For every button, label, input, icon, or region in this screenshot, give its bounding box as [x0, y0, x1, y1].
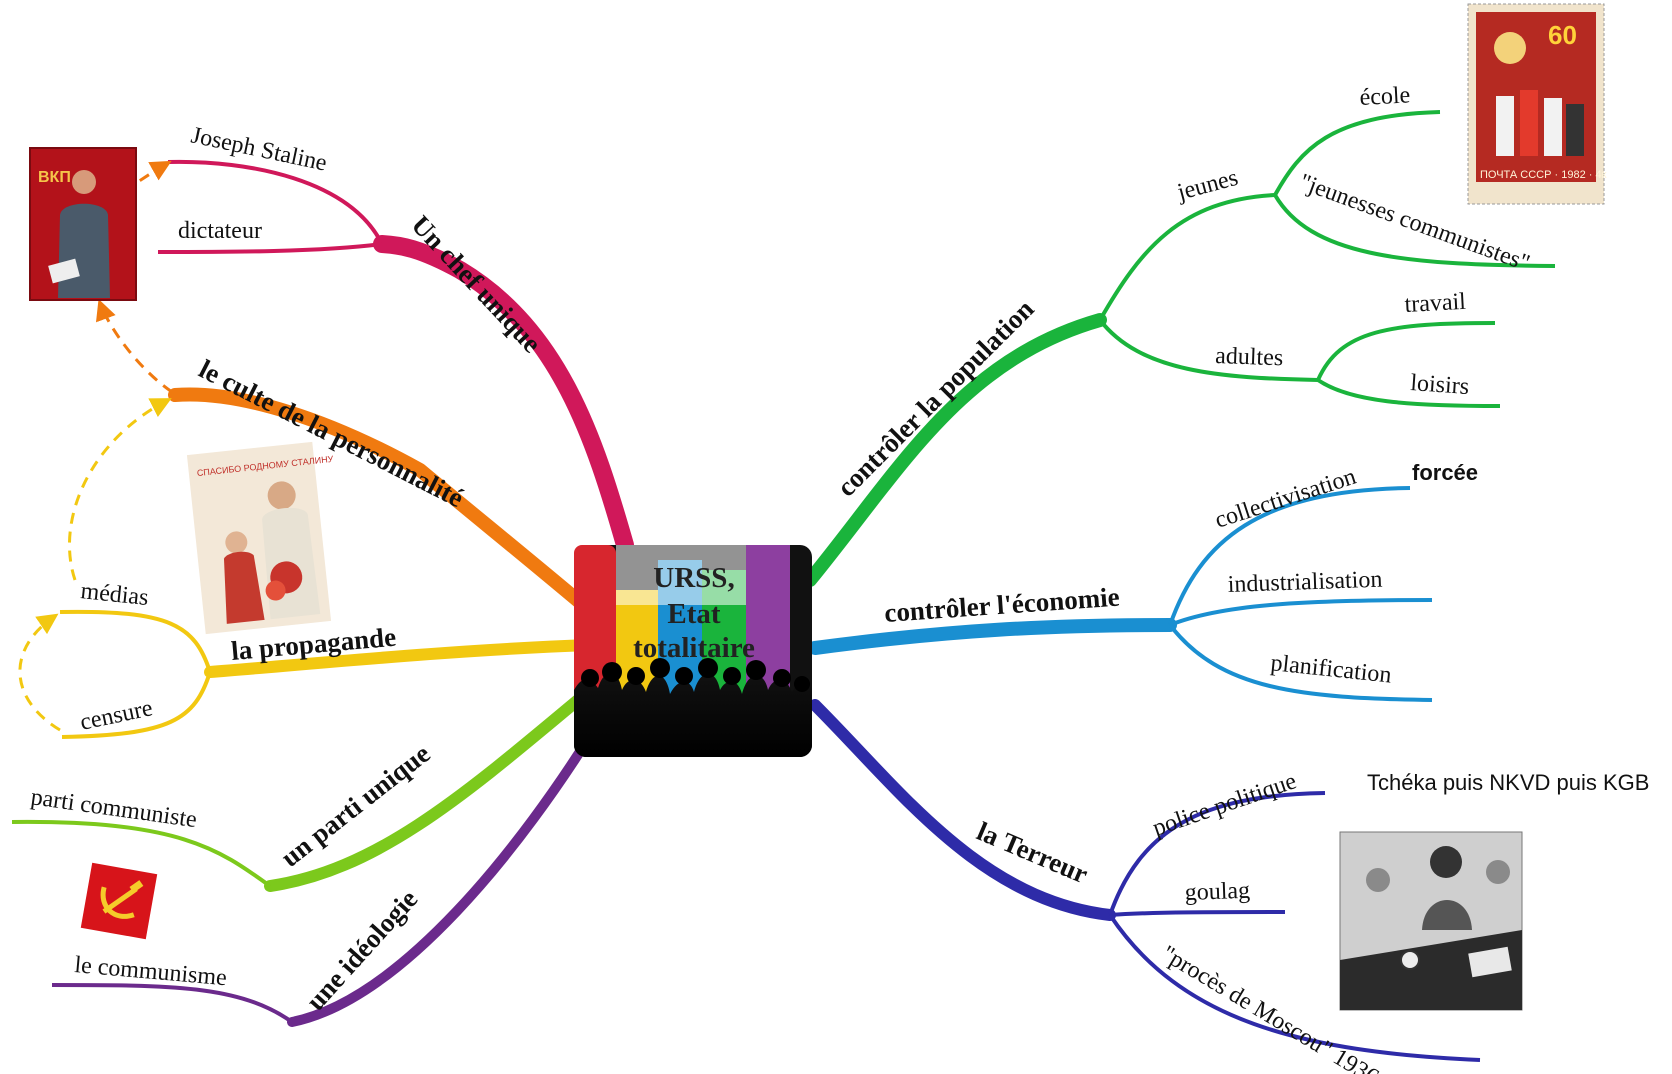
node-loisirs: loisirs: [1410, 370, 1470, 400]
stalin-portrait-image: ВКП: [29, 147, 137, 301]
node-medias: médias: [79, 578, 149, 611]
node-industrialisation: industrialisation: [1227, 567, 1382, 598]
center-title-line3: totalitaire: [633, 632, 755, 664]
node-ecole: école: [1359, 82, 1411, 111]
node-collectivisation: collectivisation: [1212, 464, 1359, 534]
arrow-censure-to-medias: [18, 613, 61, 732]
node-dictateur: dictateur: [178, 218, 262, 244]
branch-population: contrôler la population jeunes école "je…: [803, 82, 1556, 587]
node-police-politique: police politique: [1149, 768, 1299, 841]
center-title-line1: URSS,: [653, 562, 734, 594]
caricature-image: [1339, 831, 1523, 1011]
node-goulag: goulag: [1184, 878, 1250, 906]
stalin-portrait-caption: ВКП: [38, 169, 71, 186]
branch-economie: contrôler l'économie collectivisation in…: [808, 460, 1478, 702]
hammer-sickle-icon: [80, 862, 158, 940]
soviet-stamp-image: 60 ПОЧТА СССР · 1982 · 4к: [1467, 3, 1607, 205]
branch-terreur: la Terreur police politique goulag "proc…: [809, 699, 1649, 1074]
arrow-culte-to-portrait: [95, 299, 173, 394]
node-planification: planification: [1269, 650, 1392, 689]
note-forcee: forcée: [1412, 460, 1478, 485]
branch-chef-label: Un chef unique: [406, 210, 548, 359]
arrow-medias-to-culte: [67, 398, 172, 581]
branch-terreur-label: la Terreur: [973, 816, 1093, 889]
stamp-price: 60: [1548, 20, 1577, 50]
propaganda-poster-image: СПАСИБО РОДНОМУ СТАЛИНУ: [186, 441, 334, 635]
note-tcheka: Tchéka puis NKVD puis KGB: [1367, 770, 1649, 795]
center-title-line2: Etat: [667, 598, 721, 630]
node-adultes: adultes: [1215, 343, 1284, 371]
stamp-caption: ПОЧТА СССР · 1982 · 4к: [1480, 169, 1607, 181]
branch-parti-label: un parti unique: [275, 738, 435, 873]
node-travail: travail: [1404, 289, 1467, 318]
center-node: URSS, Etat totalitaire: [574, 545, 812, 757]
branch-population-label: contrôler la population: [831, 294, 1040, 503]
